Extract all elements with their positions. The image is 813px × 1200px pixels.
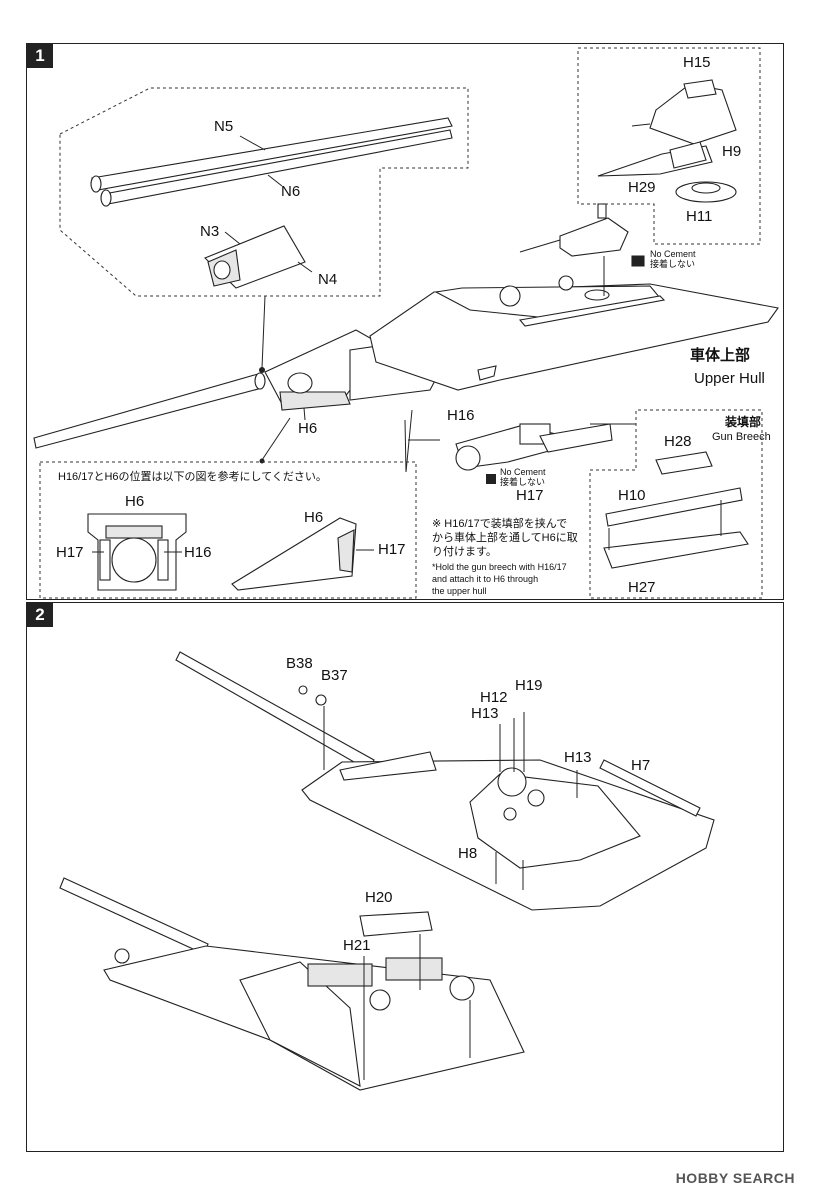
label-h27: H27: [628, 579, 656, 596]
position-reference-box: [39, 461, 417, 599]
n3-n4-mantlet: [204, 225, 306, 289]
label-n4: N4: [318, 271, 337, 288]
note-en-line3: the upper hull: [432, 586, 487, 596]
label-h9: H9: [722, 143, 741, 160]
no-cement-en-2: No Cement: [500, 467, 546, 477]
inset-label-h16a: H16: [184, 544, 212, 561]
main-gun-barrel: [33, 372, 266, 449]
inset-label-h6a: H6: [125, 493, 144, 510]
cupola-callout-box: [577, 47, 761, 245]
inset-side-view: [231, 517, 357, 591]
label-h16: H16: [447, 407, 475, 424]
label-n6: N6: [281, 183, 300, 200]
upper-hull-en-label: Upper Hull: [694, 370, 765, 387]
inset-label-h17b: H17: [378, 541, 406, 558]
upper-hull-jp-label: 車体上部: [690, 346, 750, 364]
label-h13a: H13: [471, 705, 499, 722]
label-b38: B38: [286, 655, 313, 672]
n5-n6-barrel-halves: [90, 117, 453, 207]
label-h19: H19: [515, 677, 543, 694]
label-h28: H28: [664, 433, 692, 450]
label-b37: B37: [321, 667, 348, 684]
inset-front-view: [87, 513, 187, 591]
h28-h10-h27-breech-parts: [603, 451, 749, 569]
label-h15: H15: [683, 54, 711, 71]
gun-breech-en-label: Gun Breech: [712, 431, 771, 443]
label-h17: H17: [516, 487, 544, 504]
label-h10: H10: [618, 487, 646, 504]
step-2-badge: 2: [27, 603, 53, 627]
no-cement-en: No Cement: [650, 249, 696, 259]
note-jp-line1: ※ H16/17で装填部を挟んで: [432, 516, 567, 530]
label-h11: H11: [686, 208, 712, 225]
note-en-line1: *Hold the gun breech with H16/17: [432, 562, 567, 572]
label-h12: H12: [480, 689, 508, 706]
label-h29: H29: [628, 179, 656, 196]
inset-label-h17a: H17: [56, 544, 84, 561]
n-parts-callout-box: [59, 87, 469, 297]
label-n3: N3: [200, 223, 219, 240]
inset-label-h6b: H6: [304, 509, 323, 526]
h16-h17-gun-breech: [455, 423, 613, 471]
step2-lower-hull: [103, 945, 525, 1091]
note-jp-line2: から車体上部を通してH6に取: [432, 530, 578, 544]
label-n5: N5: [214, 118, 233, 135]
step-1-badge: 1: [27, 44, 53, 68]
label-h20: H20: [365, 889, 393, 906]
label-h21: H21: [343, 937, 371, 954]
label-h8: H8: [458, 845, 477, 862]
upper-hull-step1: [369, 275, 779, 391]
hobby-search-watermark: HOBBY SEARCH: [675, 1170, 795, 1186]
h9-cupola-parts: [597, 79, 737, 203]
label-h7: H7: [631, 757, 650, 774]
label-h6: H6: [298, 420, 317, 437]
inset-note: H16/17とH6の位置は以下の図を参考にしてください。: [58, 469, 327, 483]
gun-breech-jp-label: 装填部: [724, 414, 761, 429]
commander-cupola-assembly: [519, 203, 629, 257]
note-jp-line3: り付けます。: [432, 545, 497, 558]
h20-plate: [359, 911, 433, 937]
note-en-line2: and attach it to H6 through: [432, 574, 538, 584]
step2-upper-hull-top: [301, 751, 715, 911]
no-cement-jp-2: 接着しない: [500, 476, 545, 487]
no-cement-jp: 接着しない: [650, 258, 695, 269]
step2-lower-barrel: [59, 877, 209, 955]
label-h13b: H13: [564, 749, 592, 766]
